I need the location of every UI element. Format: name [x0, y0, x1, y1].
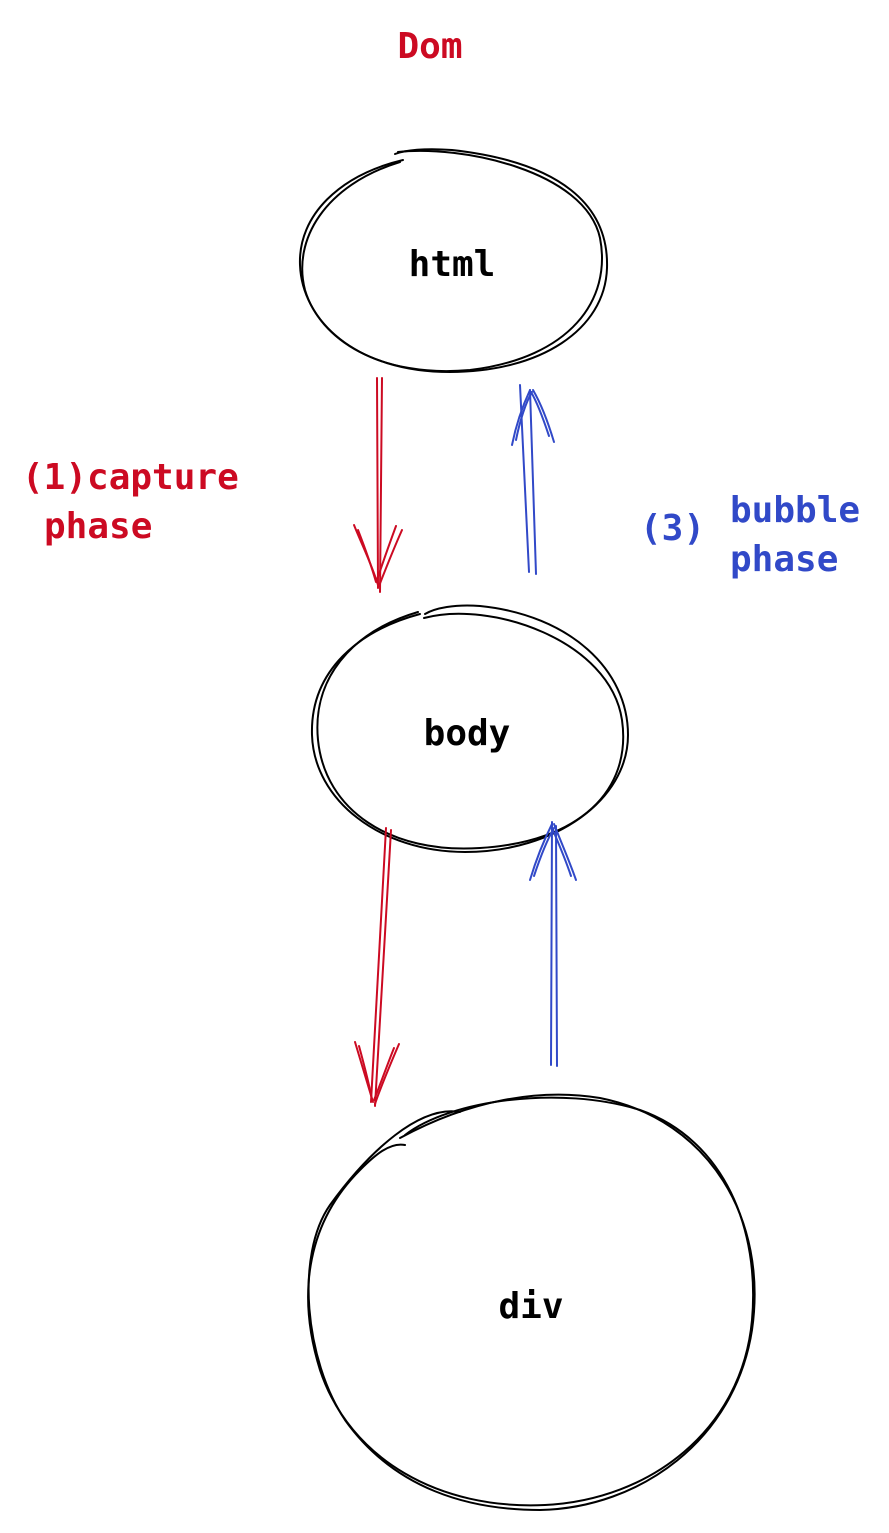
capture-arrow-body-to-div: [354, 827, 400, 1107]
bubble-phase-label-line1: bubble: [730, 490, 860, 531]
bubble-phase-label: (3) bubble phase: [640, 490, 860, 580]
node-div: div: [307, 1093, 756, 1511]
node-body: body: [310, 604, 629, 853]
node-html: html: [298, 148, 609, 373]
node-div-label: div: [498, 1286, 563, 1327]
diagram-title: Dom: [397, 26, 462, 67]
bubble-arrow-div-to-body: [529, 821, 577, 1067]
capture-arrow-html-to-body: [353, 377, 403, 593]
capture-phase-label-line2: phase: [44, 506, 152, 547]
capture-phase-label-line1: (1)capture: [22, 457, 239, 498]
bubble-phase-label-line2: phase: [730, 539, 838, 580]
bubble-arrow-body-to-html: [511, 384, 555, 575]
node-html-label: html: [409, 244, 496, 285]
node-body-label: body: [424, 713, 511, 754]
bubble-phase-label-number: (3): [640, 508, 705, 549]
capture-phase-label: (1)capture phase: [22, 457, 239, 547]
